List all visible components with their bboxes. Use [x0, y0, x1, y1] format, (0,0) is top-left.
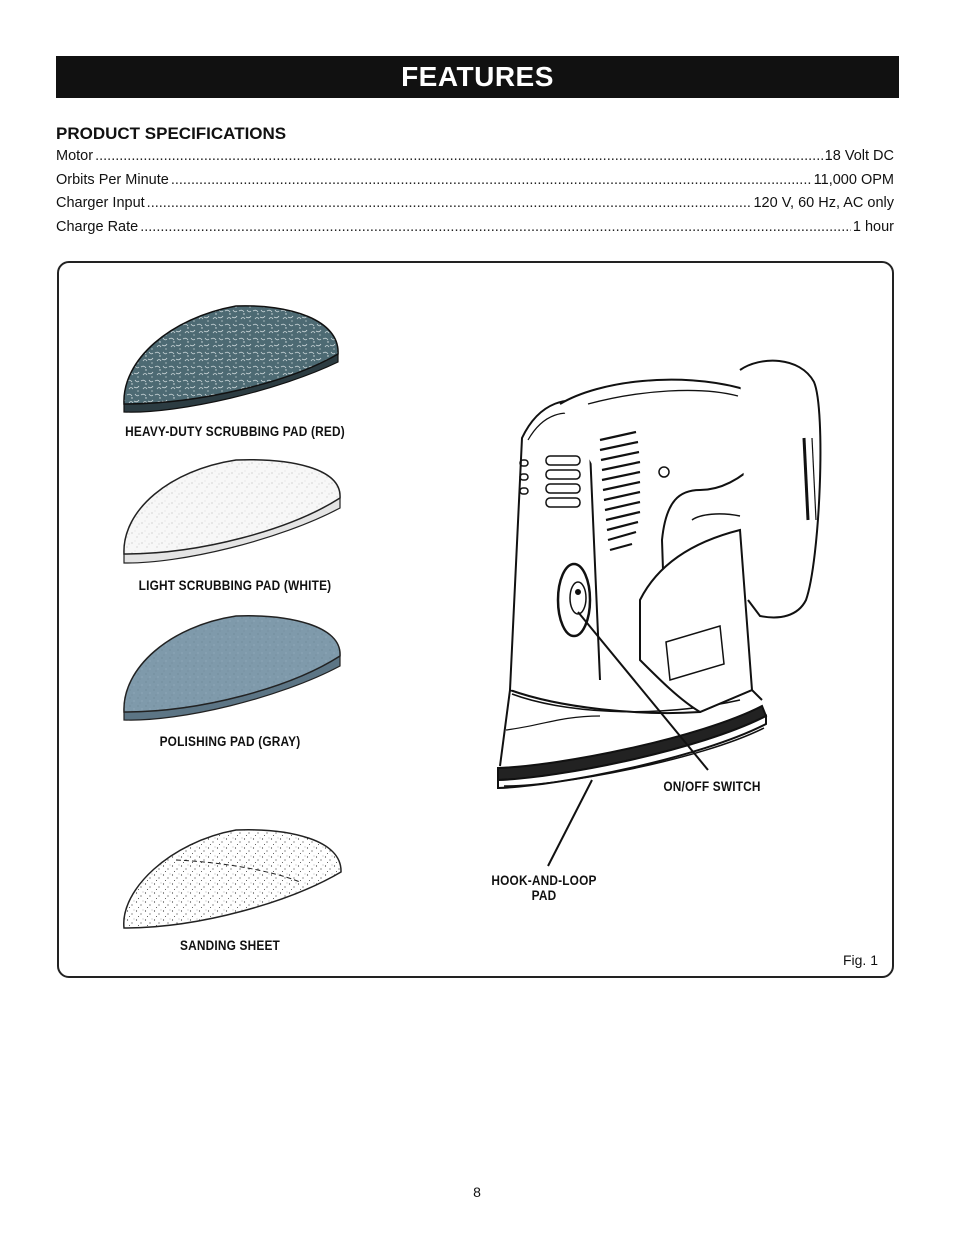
spec-row-charger-input: Charger Input 120 V, 60 Hz, AC only [56, 195, 894, 219]
figure-label: Fig. 1 [842, 952, 878, 968]
heavy-duty-pad-image [123, 305, 339, 413]
heavy-duty-pad-label: HEAVY-DUTY SCRUBBING PAD (RED) [125, 424, 345, 439]
specifications-list: Motor 18 Volt DC Orbits Per Minute 11,00… [56, 148, 894, 242]
page-number: 8 [473, 1184, 481, 1200]
spec-value: 1 hour [852, 218, 894, 235]
spec-label: Orbits Per Minute [56, 171, 169, 188]
spec-row-orbits: Orbits Per Minute 11,000 OPM [56, 172, 894, 196]
hook-and-loop-line-2: PAD [531, 888, 557, 903]
hook-and-loop-line-1: HOOK-AND-LOOP [491, 873, 597, 888]
sander-tool-image [497, 359, 822, 867]
spec-value: 11,000 OPM [813, 171, 894, 188]
sanding-sheet-label: SANDING SHEET [180, 938, 280, 953]
specifications-heading: PRODUCT SPECIFICATIONS [56, 124, 287, 143]
spec-row-motor: Motor 18 Volt DC [56, 148, 894, 172]
spec-row-charge-rate: Charge Rate 1 hour [56, 219, 894, 243]
light-pad-image [123, 459, 341, 564]
sanding-sheet-image [123, 829, 342, 929]
polishing-pad-label: POLISHING PAD (GRAY) [159, 734, 301, 749]
figure-frame: Fig. 1 [57, 261, 894, 978]
spec-label: Charger Input [56, 195, 145, 211]
spec-value: 120 V, 60 Hz, AC only [753, 195, 894, 211]
hook-and-loop-pad-label: HOOK-AND-LOOP PAD [482, 873, 605, 903]
polishing-pad-image [123, 615, 341, 721]
page-title: FEATURES [56, 56, 899, 98]
spec-label: Motor [56, 148, 94, 164]
spec-label: Charge Rate [56, 218, 139, 235]
spec-value: 18 Volt DC [824, 148, 894, 164]
on-off-switch-label: ON/OFF SWITCH [663, 779, 761, 794]
light-pad-label: LIGHT SCRUBBING PAD (WHITE) [138, 578, 332, 593]
